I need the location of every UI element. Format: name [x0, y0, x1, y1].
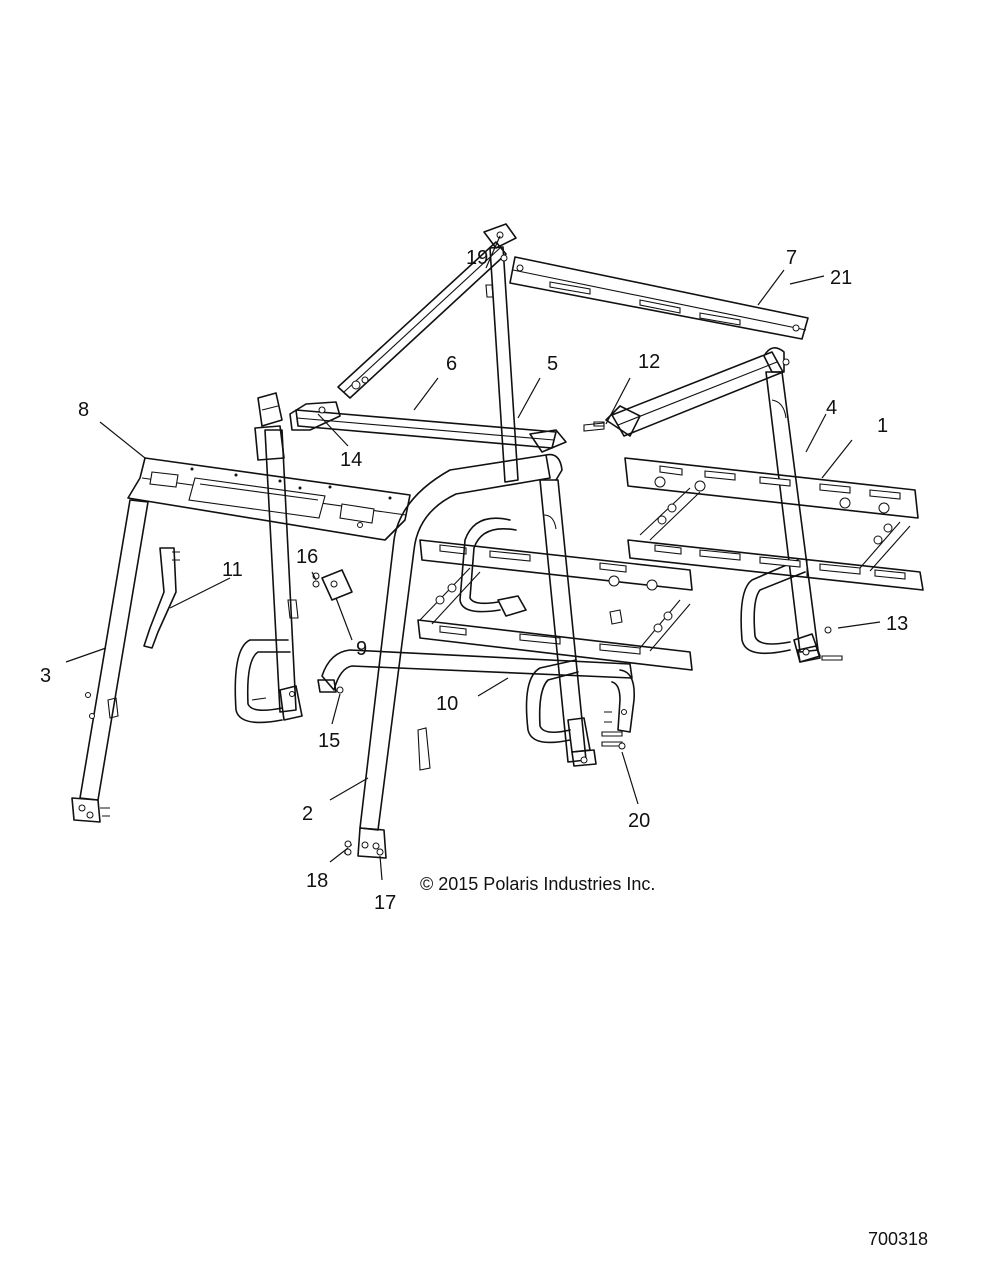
callout-1: 1: [877, 415, 888, 437]
callout-17: 17: [374, 892, 396, 914]
callout-8: 8: [78, 399, 89, 421]
copyright-notice: © 2015 Polaris Industries Inc.: [420, 874, 655, 894]
part-9-plate: [321, 569, 353, 601]
callout-5: 5: [547, 353, 558, 375]
callout-6: 6: [446, 353, 457, 375]
leader-lines: [65, 235, 881, 881]
callout-labels: 1 2 3 4 5 6 7 8 9 10 11 12 13 14 15 16 1…: [40, 247, 908, 914]
callout-16: 16: [296, 546, 318, 568]
callout-12: 12: [638, 351, 660, 373]
front-middle-pillar: [234, 429, 303, 724]
part-3-front-pillar: [71, 499, 149, 823]
callout-7: 7: [786, 247, 797, 269]
hardware-fasteners: [312, 254, 843, 856]
callout-21: 21: [830, 267, 852, 289]
callout-18: 18: [306, 870, 328, 892]
part-2-main-hoop: [344, 453, 563, 859]
part-12-upper-bar: [583, 347, 785, 437]
callout-2: 2: [302, 803, 313, 825]
part-1-rear-side-panel: [624, 457, 924, 591]
callout-10: 10: [436, 693, 458, 715]
part-10-crossbar: [317, 649, 636, 733]
callout-3: 3: [40, 665, 51, 687]
part-6-side-rail: [337, 241, 507, 399]
middle-side-panel: [417, 539, 693, 671]
callout-13: 13: [886, 613, 908, 635]
callout-15: 15: [318, 730, 340, 752]
inner-grab-handle: [459, 517, 527, 617]
part-7-rear-crossbar: [509, 256, 809, 340]
part-4-rear-right-upright: [740, 371, 821, 663]
callout-20: 20: [628, 810, 650, 832]
callout-11: 11: [222, 559, 243, 581]
callout-14: 14: [340, 449, 362, 471]
part-14-cross-tube: [289, 401, 567, 453]
part-8-front-panel: [127, 392, 411, 541]
part-5-rear-upright: [483, 223, 519, 483]
callout-19: 19: [466, 247, 488, 269]
figure-number: 700318: [868, 1229, 928, 1249]
callout-4: 4: [826, 397, 837, 419]
middle-upright: [525, 479, 612, 767]
callout-9: 9: [356, 638, 367, 660]
part-11-handle: [143, 547, 180, 649]
